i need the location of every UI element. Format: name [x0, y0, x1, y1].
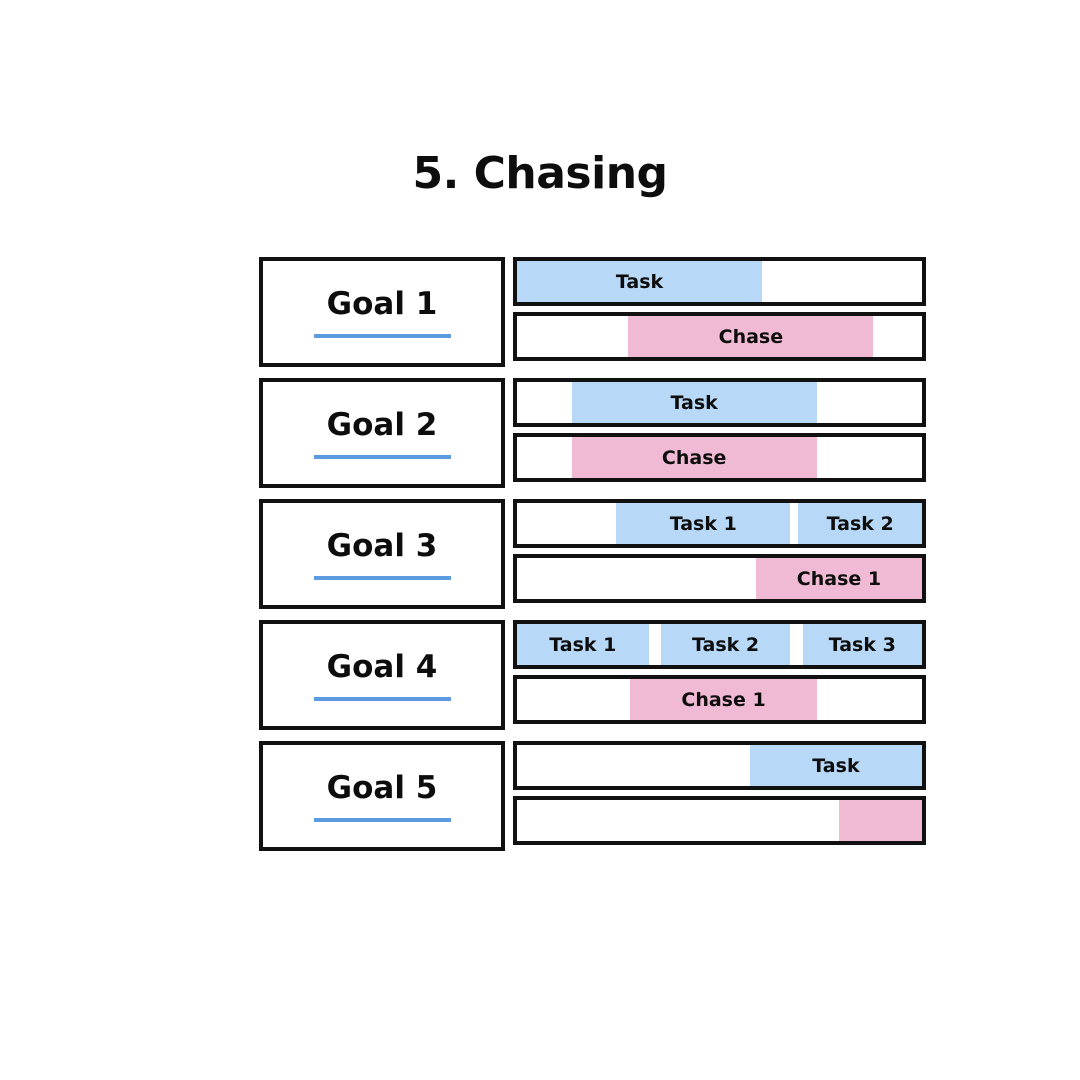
- chase-track: Chase: [513, 312, 926, 361]
- task-bar-label: Task: [670, 391, 718, 414]
- chase-track: Chase: [513, 433, 926, 482]
- task-track: Task 1 Task 2: [513, 499, 926, 548]
- task-bar-label: Task: [812, 754, 860, 777]
- goal-underline: [313, 454, 451, 459]
- goal-tracks: Task: [513, 741, 926, 851]
- task-bar-label: Task 2: [826, 512, 894, 535]
- goal-label: Goal 3: [326, 527, 438, 564]
- chase-bar-label: Chase 1: [796, 567, 882, 590]
- task-bar-label: Task: [615, 270, 664, 293]
- chase-track: Chase 1: [513, 554, 926, 603]
- goal-label: Goal 2: [326, 406, 438, 443]
- task-track: Task: [513, 378, 926, 427]
- task-bar-label: Task 3: [828, 633, 896, 656]
- chase-bar-label: Chase 1: [681, 688, 766, 711]
- task-bar[interactable]: Task 3: [802, 624, 922, 665]
- chase-bar-label: Chase: [661, 446, 727, 469]
- goal-underline: [313, 333, 451, 338]
- task-bar[interactable]: Task: [749, 745, 922, 786]
- goal-underline: [313, 575, 451, 580]
- chase-bar-label: Chase: [718, 325, 784, 348]
- task-bar[interactable]: Task 2: [660, 624, 791, 665]
- goal-box-2[interactable]: Goal 2: [259, 378, 505, 488]
- goal-tracks: Task 1 Task 2 Chase 1: [513, 499, 926, 609]
- goal-row: Goal 3 Task 1 Task 2 Chase 1: [259, 499, 926, 609]
- goal-label: Goal 5: [326, 769, 438, 806]
- goal-underline: [313, 817, 451, 822]
- task-bar-label: Task 2: [692, 633, 760, 656]
- task-bar-label: Task 1: [669, 512, 737, 535]
- chase-track: Chase 1: [513, 675, 926, 724]
- task-track: Task 1 Task 2 Task 3: [513, 620, 926, 669]
- task-bar[interactable]: Task 2: [798, 503, 922, 544]
- chase-bar[interactable]: [838, 800, 922, 841]
- chase-bar[interactable]: Chase: [628, 316, 874, 357]
- goal-label: Goal 1: [326, 285, 438, 322]
- page-title: 5. Chasing: [412, 148, 668, 199]
- goal-box-4[interactable]: Goal 4: [259, 620, 505, 730]
- task-bar[interactable]: Task: [571, 382, 817, 423]
- goal-row: Goal 4 Task 1 Task 2 Task 3 Chase 1: [259, 620, 926, 730]
- goal-box-5[interactable]: Goal 5: [259, 741, 505, 851]
- task-bar[interactable]: Task 1: [616, 503, 791, 544]
- goal-row: Goal 5 Task: [259, 741, 926, 851]
- goal-box-1[interactable]: Goal 1: [259, 257, 505, 367]
- goal-label: Goal 4: [326, 648, 438, 685]
- task-bar[interactable]: Task 1: [517, 624, 649, 665]
- chase-track: [513, 796, 926, 845]
- chase-bar[interactable]: Chase 1: [755, 558, 922, 599]
- chase-bar[interactable]: Chase 1: [630, 679, 817, 720]
- goal-box-3[interactable]: Goal 3: [259, 499, 505, 609]
- task-track: Task: [513, 741, 926, 790]
- task-bar[interactable]: Task: [517, 261, 763, 302]
- goal-tracks: Task 1 Task 2 Task 3 Chase 1: [513, 620, 926, 730]
- task-bar-label: Task 1: [549, 633, 617, 656]
- chase-bar[interactable]: Chase: [571, 437, 817, 478]
- goal-underline: [313, 696, 451, 701]
- task-track: Task: [513, 257, 926, 306]
